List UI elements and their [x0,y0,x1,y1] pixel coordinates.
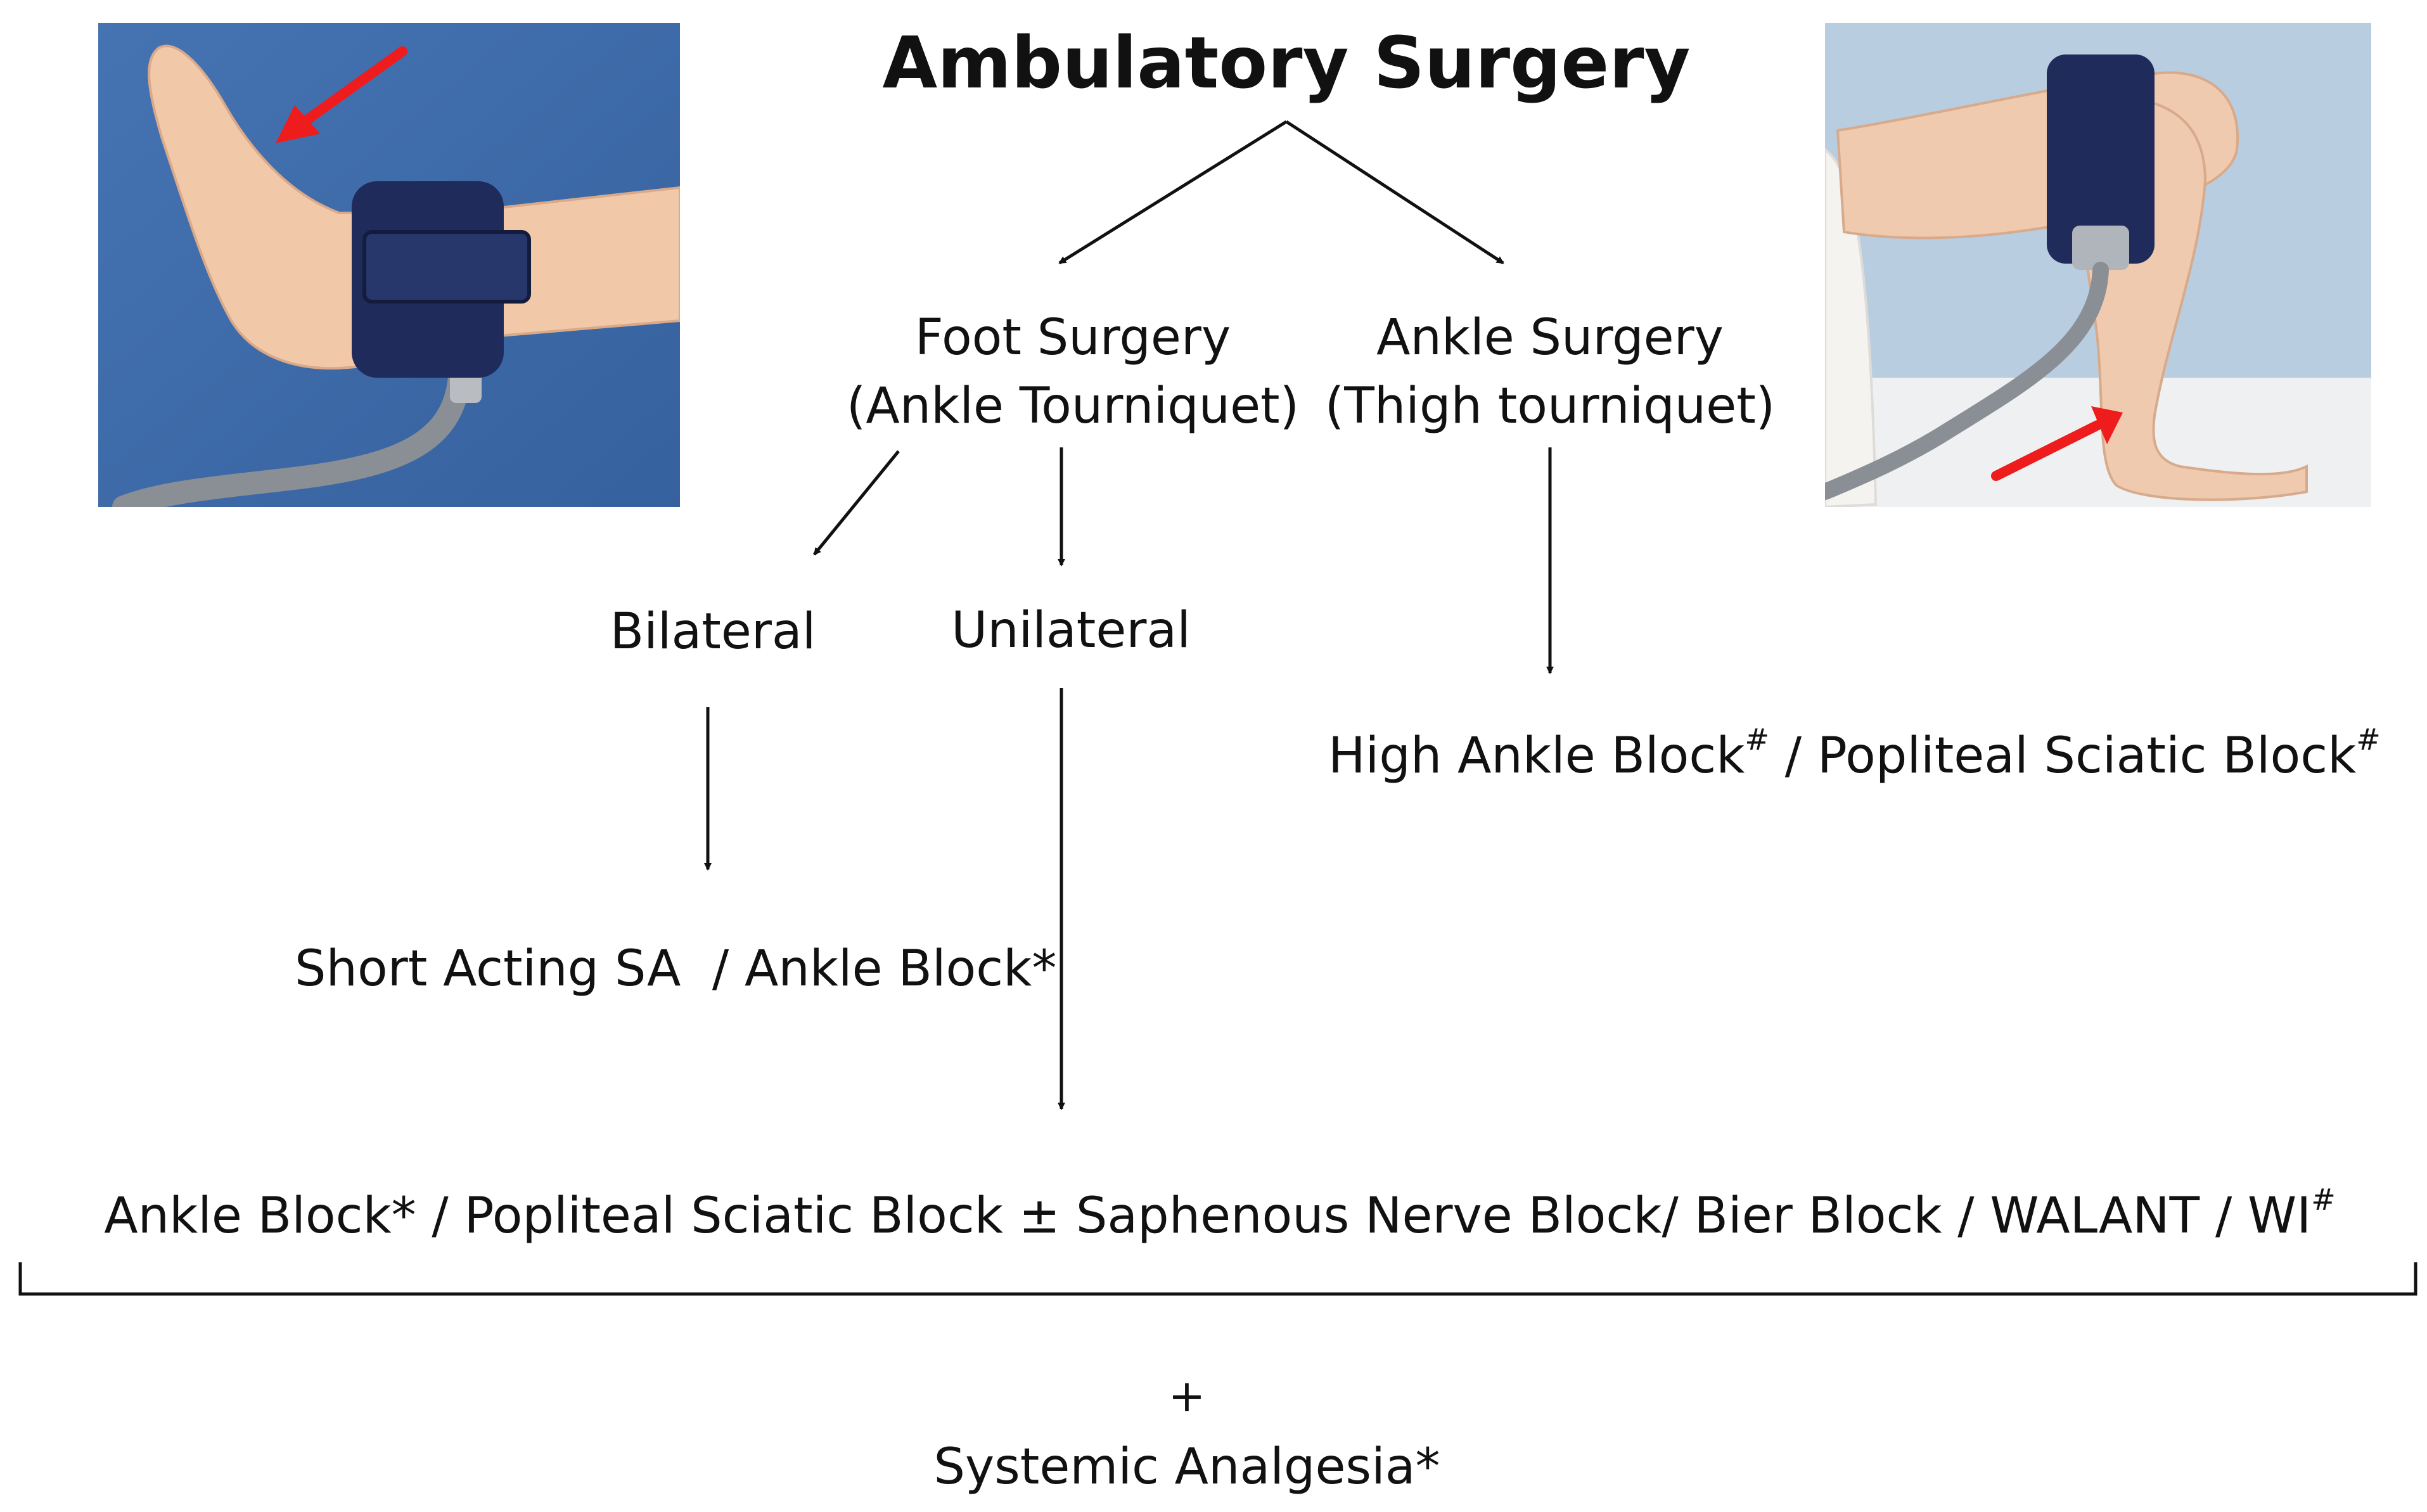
ankle-surgery-node: Ankle Surgery (Thigh tourniquet) [1325,313,1775,431]
unilateral-node: Unilateral [951,602,1191,659]
high-ankle-block-mark: # [1745,722,1769,757]
short-acting-sa-node: Short Acting SA / Ankle Block* [295,940,1057,997]
block-options-text: Ankle Block* / Popliteal Sciatic Block ±… [104,1188,2312,1245]
foot-surgery-line1: Foot Surgery [914,309,1231,366]
bilateral-node: Bilateral [610,603,816,660]
diagram-title: Ambulatory Surgery [882,22,1691,105]
thigh-tourniquet-photo [1825,23,2371,507]
foot-surgery-line2: (Ankle Tourniquet) [846,378,1300,435]
plus-sign: + [1168,1370,1206,1422]
popliteal-sciatic-block-mark: # [2356,722,2381,757]
foot-surgery-node: Foot Surgery (Ankle Tourniquet) [847,313,1299,431]
ankle-surgery-line1: Ankle Surgery [1376,309,1724,366]
arrow-to-foot-surgery [1058,120,1288,265]
block-options-mark: # [2311,1182,2336,1217]
block-options-node: Ankle Block* / Popliteal Sciatic Block ±… [104,1185,2335,1241]
ankle-surgery-line2: (Thigh tourniquet) [1324,378,1776,435]
high-ankle-block-text: High Ankle Block [1328,727,1745,785]
arrow-to-bilateral [813,450,900,556]
systemic-analgesia-node: Systemic Analgesia* [933,1438,1440,1496]
popliteal-sciatic-block-text: / Popliteal Sciatic Block [1769,727,2357,785]
ankle-tourniquet-photo [98,23,680,507]
arrow-to-ankle-surgery [1285,120,1504,265]
grouping-brace [18,1262,2417,1296]
high-ankle-block-node: High Ankle Block# / Popliteal Sciatic Bl… [1328,725,2381,781]
